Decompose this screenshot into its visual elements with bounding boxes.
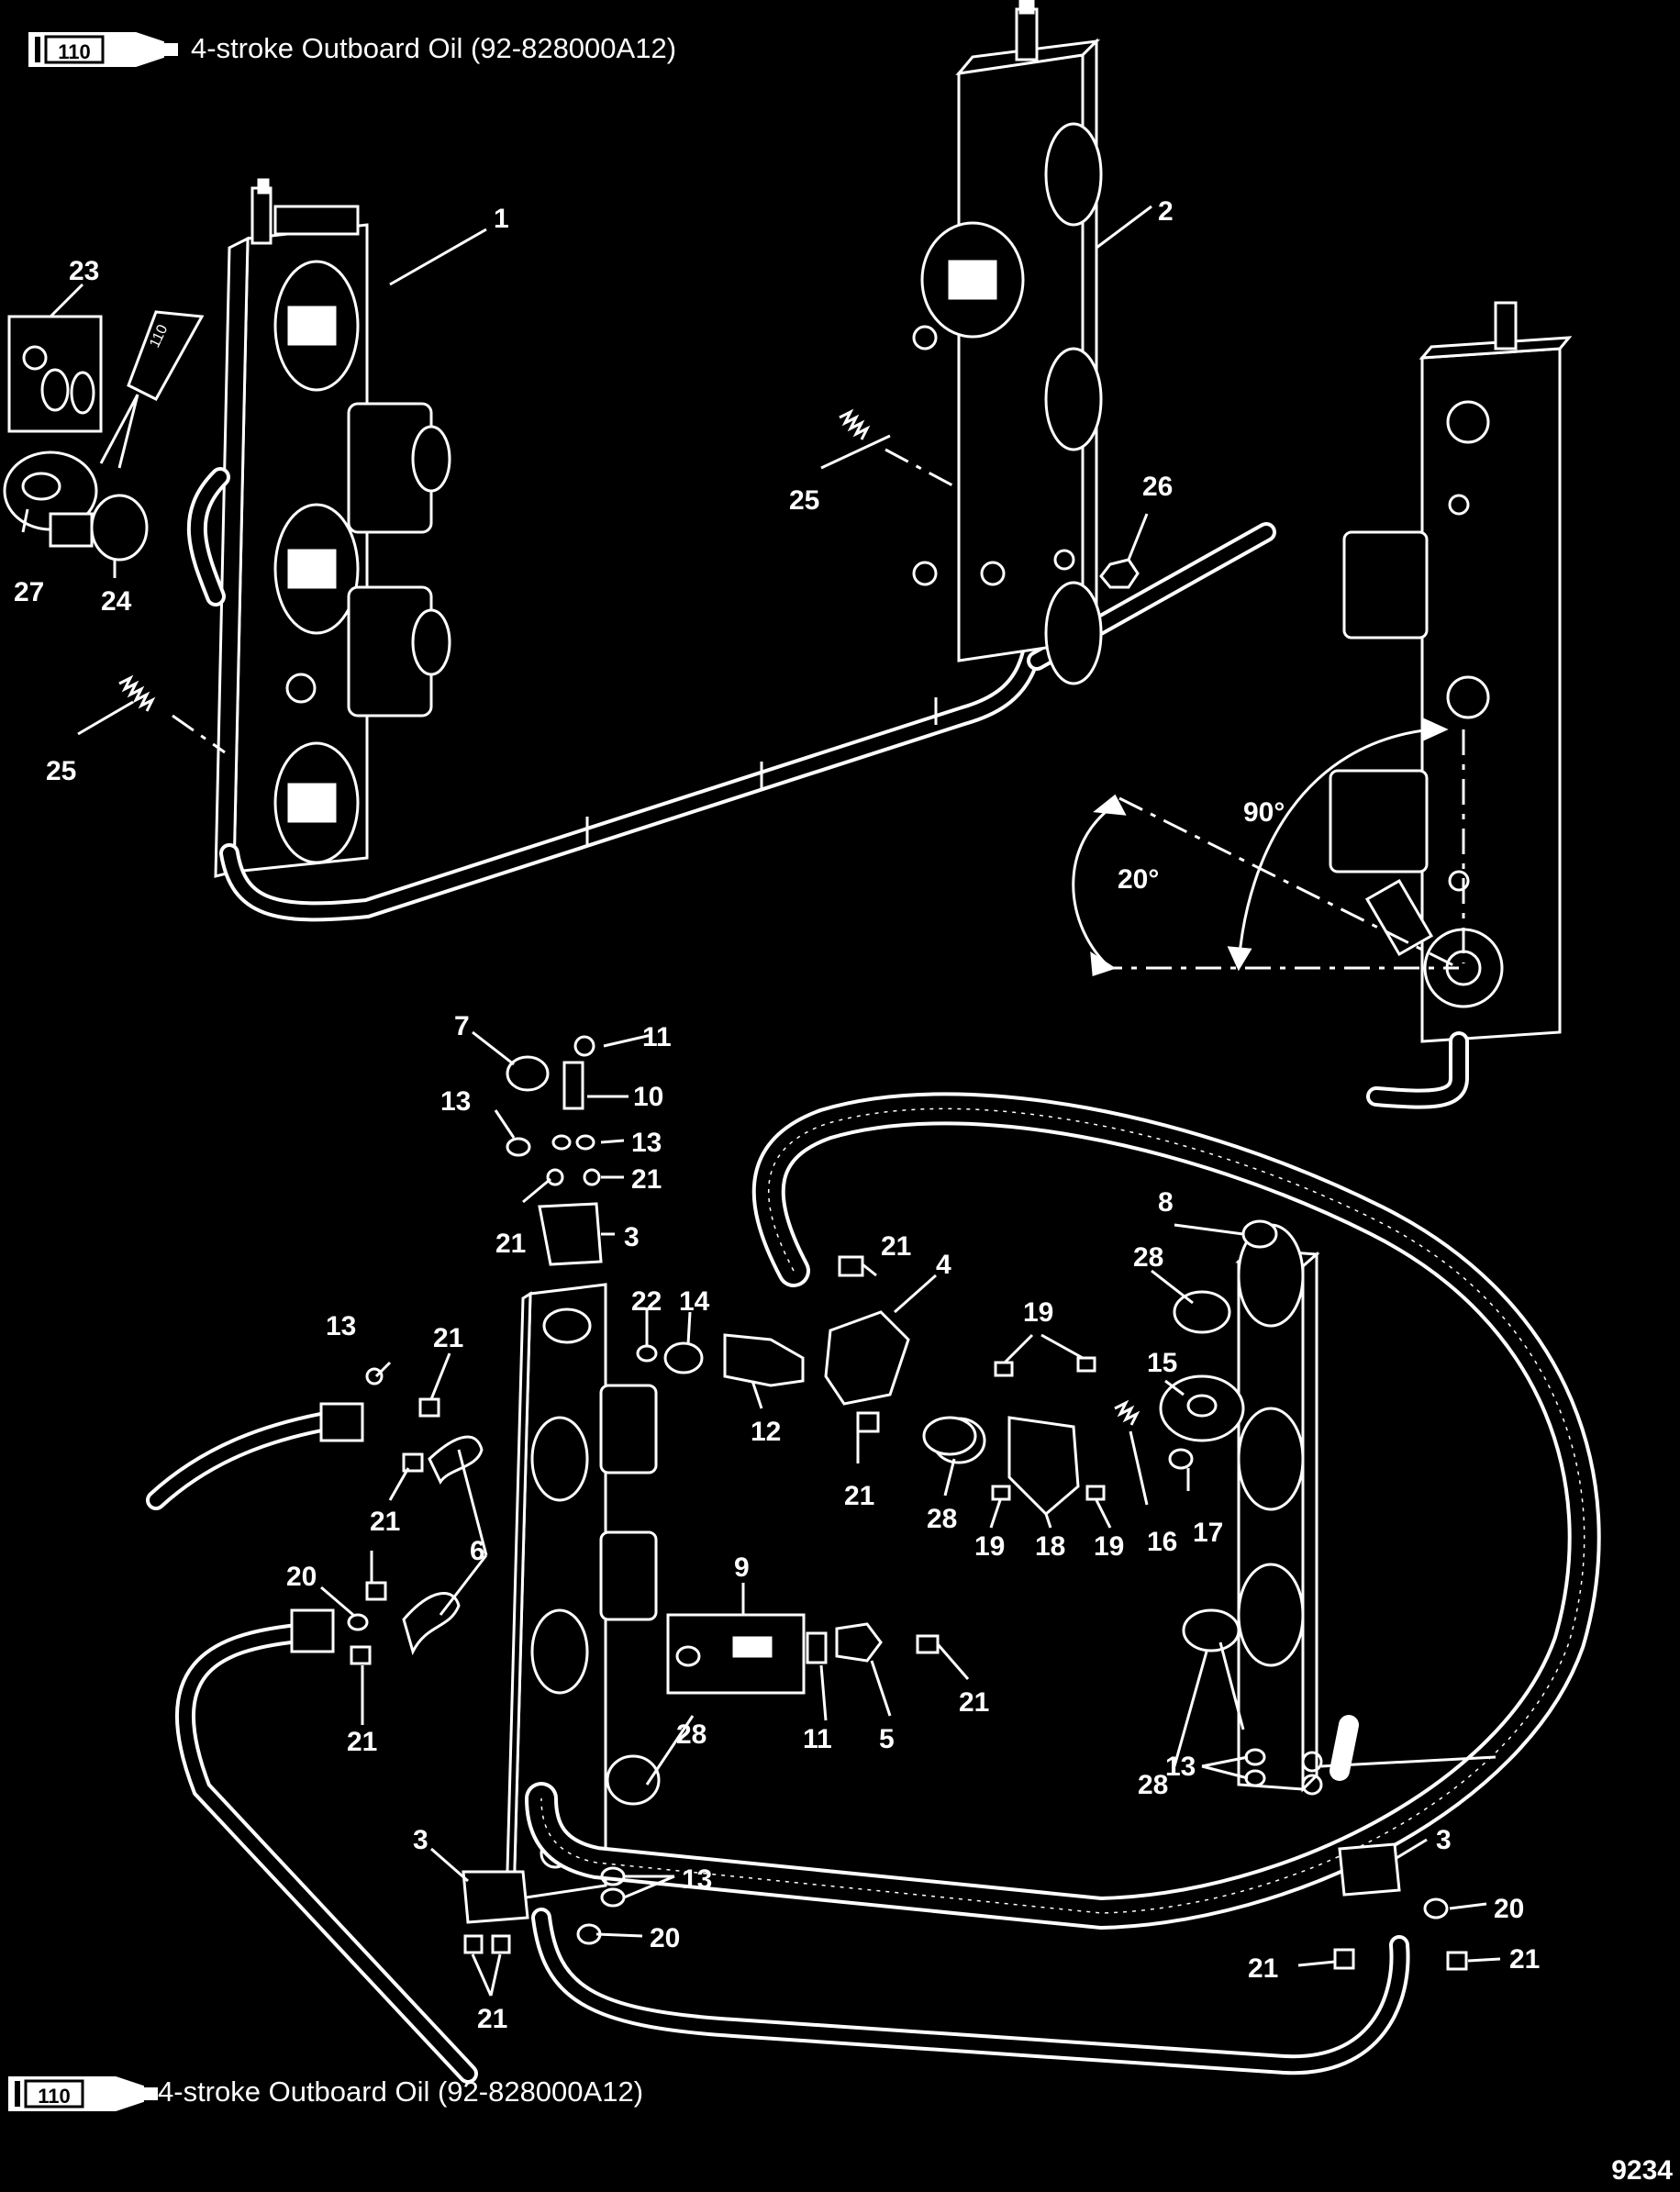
callout-11: 11: [642, 1022, 672, 1052]
angle-20-label: 20°: [1118, 864, 1159, 895]
callout-25: 25: [789, 485, 819, 516]
callout-19: 19: [1023, 1297, 1053, 1328]
callout-22: 22: [631, 1286, 662, 1317]
callout-21: 21: [1509, 1944, 1540, 1975]
callout-25: 25: [46, 756, 76, 786]
fuel-hose-lower: [531, 1715, 1410, 2075]
lubricant-tube-icon: 110: [26, 28, 182, 76]
spring: [839, 408, 955, 488]
callout-17: 17: [1193, 1518, 1223, 1548]
callout-3: 3: [413, 1825, 428, 1855]
callout-21: 21: [370, 1507, 400, 1537]
callout-7: 7: [454, 1011, 470, 1041]
callout-13: 13: [682, 1864, 712, 1895]
callout-28: 28: [1133, 1242, 1163, 1273]
callout-3: 3: [624, 1222, 640, 1252]
callout-21: 21: [959, 1687, 989, 1718]
nut: [1099, 558, 1140, 589]
callout-3: 3: [1436, 1825, 1452, 1855]
callout-5: 5: [879, 1724, 895, 1754]
callout-2: 2: [1158, 196, 1174, 227]
callout-28: 28: [1138, 1770, 1168, 1800]
lube-callout-text: 4-stroke Outboard Oil (92-828000A12): [191, 32, 677, 64]
callout-9: 9: [734, 1552, 750, 1583]
lube-code-label: 110: [38, 2085, 71, 2108]
leader-lines: [21, 205, 1501, 1997]
callout-21: 21: [881, 1231, 911, 1262]
fuel-hose-left: [146, 1402, 478, 2084]
fuel-rail-exploded-right: [1235, 1223, 1323, 1796]
braided-fuel-hose: [525, 1092, 1601, 1931]
callout-24: 24: [101, 586, 132, 617]
fuel-rail-exploded-left: [505, 1283, 661, 1907]
seal-kit-box: [7, 315, 103, 433]
callout-16: 16: [1147, 1527, 1177, 1557]
callout-10: 10: [633, 1082, 663, 1112]
callout-27: 27: [14, 577, 44, 607]
oil-tube-small: 110: [99, 310, 205, 469]
callout-28: 28: [927, 1504, 957, 1534]
callout-21: 21: [347, 1727, 377, 1757]
lube-callout-text: 4-stroke Outboard Oil (92-828000A12): [158, 2075, 644, 2108]
callout-13: 13: [631, 1128, 662, 1158]
callout-4: 4: [936, 1250, 951, 1280]
callout-13: 13: [326, 1311, 356, 1341]
callout-11: 11: [803, 1724, 832, 1754]
callout-6: 6: [470, 1536, 485, 1566]
callout-8: 8: [1158, 1187, 1174, 1218]
callout-21: 21: [433, 1323, 463, 1353]
figure-id: 9234: [1611, 2155, 1673, 2186]
callout-20: 20: [650, 1923, 680, 1953]
lube-code-label: 110: [58, 40, 91, 63]
callout-20: 20: [286, 1562, 317, 1592]
spring: [118, 674, 226, 754]
rail-side-detail: 20° 90°: [1072, 301, 1573, 1109]
callout-14: 14: [679, 1286, 710, 1317]
callout-13: 13: [1165, 1752, 1196, 1782]
fuel-injector-top: [49, 494, 149, 562]
callout-13: 13: [440, 1086, 471, 1117]
callout-21: 21: [477, 2004, 507, 2034]
part-number-labels: 1 2 23 27 24 25 25 26 7 11 10 13 13 21 2…: [14, 196, 1540, 2034]
fuel-rail-right: [912, 0, 1103, 685]
angle-90-label: 90°: [1243, 797, 1285, 828]
callout-18: 18: [1035, 1531, 1065, 1562]
callout-21: 21: [631, 1164, 662, 1195]
plug: [506, 1055, 550, 1092]
callout-21: 21: [1248, 1953, 1278, 1984]
callout-19: 19: [974, 1531, 1005, 1562]
callout-26: 26: [1142, 472, 1173, 502]
callout-1: 1: [494, 204, 509, 234]
callout-12: 12: [751, 1417, 781, 1447]
callout-15: 15: [1147, 1348, 1177, 1378]
callout-19: 19: [1094, 1531, 1124, 1562]
callout-23: 23: [69, 256, 99, 286]
lubricant-tube-icon: 110: [6, 2072, 161, 2120]
fuel-rail-left: [214, 178, 451, 878]
callout-28: 28: [676, 1719, 706, 1750]
callout-20: 20: [1494, 1894, 1524, 1924]
callout-21: 21: [844, 1481, 874, 1511]
callout-21: 21: [495, 1229, 526, 1259]
